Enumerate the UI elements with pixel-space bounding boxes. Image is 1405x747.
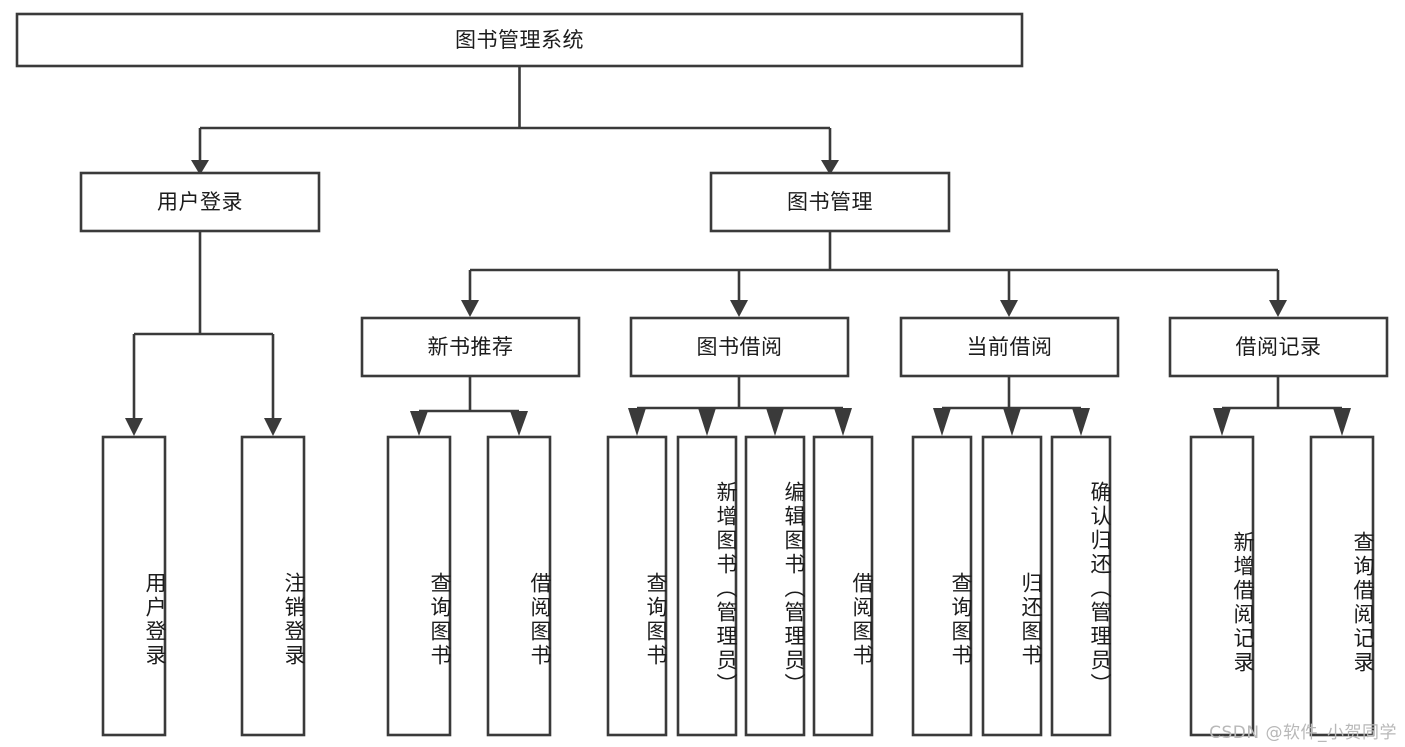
leaf-box-logout[interactable] <box>240 435 306 737</box>
leaf-box-search-book-current[interactable] <box>911 435 973 737</box>
arrow-current-borrow-to-leaf3 <box>1072 408 1090 436</box>
arrow-current-borrow-to-leaf2 <box>1003 408 1021 436</box>
leaf-box-return-book[interactable] <box>981 435 1043 737</box>
connector-group-current-borrow <box>933 376 1090 436</box>
arrow-borrow-record-to-leaf1 <box>1213 408 1231 436</box>
node-label-current-borrow: 当前借阅 <box>967 335 1053 359</box>
node-label-borrow-record: 借阅记录 <box>1236 335 1322 359</box>
connector-group-root <box>191 66 839 175</box>
leaf-box-confirm-return-admin[interactable] <box>1050 435 1112 737</box>
node-box-current-borrow[interactable] <box>899 316 1120 378</box>
leaf-box-search-borrow-record[interactable] <box>1309 435 1375 737</box>
leaf-box-add-book-admin[interactable] <box>676 435 738 737</box>
node-box-new-book-recommend[interactable] <box>360 316 581 378</box>
connector-group-new-book <box>410 376 528 436</box>
arrow-new-book-to-leaf1 <box>410 411 428 436</box>
leaf-box-edit-book-admin[interactable] <box>744 435 806 737</box>
arrow-book-mgmt-to-borrow <box>730 300 748 317</box>
arrow-book-borrow-to-leaf2 <box>698 408 716 436</box>
arrow-book-borrow-to-leaf3 <box>766 408 784 436</box>
arrow-book-borrow-to-leaf4 <box>834 408 852 436</box>
node-label-book-borrow: 图书借阅 <box>697 335 783 359</box>
arrow-book-mgmt-to-record <box>1269 300 1287 317</box>
leaf-box-borrow-book-rec[interactable] <box>486 435 552 737</box>
node-label-user-login: 用户登录 <box>157 190 243 214</box>
node-box-book-management[interactable] <box>709 171 951 233</box>
node-box-borrow-record[interactable] <box>1168 316 1389 378</box>
arrow-root-to-user-login <box>191 160 209 175</box>
arrow-new-book-to-leaf2 <box>510 411 528 436</box>
connector-group-book-borrow <box>628 376 852 436</box>
connector-group-book-mgmt <box>461 231 1287 317</box>
connector-group-borrow-record <box>1213 376 1351 436</box>
arrow-book-mgmt-to-current <box>1000 300 1018 317</box>
arrow-book-borrow-to-leaf1 <box>628 408 646 436</box>
connector-group-user-login <box>125 231 282 436</box>
arrow-user-login-to-leaf2 <box>264 418 282 436</box>
leaf-box-borrow-book[interactable] <box>812 435 874 737</box>
arrow-current-borrow-to-leaf1 <box>933 408 951 436</box>
arrow-book-mgmt-to-new <box>461 300 479 317</box>
leaf-box-user-login[interactable] <box>101 435 167 737</box>
node-box-book-borrow[interactable] <box>629 316 850 378</box>
node-label-book-management: 图书管理 <box>787 190 873 214</box>
node-label-root: 图书管理系统 <box>455 28 584 52</box>
arrow-borrow-record-to-leaf2 <box>1333 408 1351 436</box>
node-label-new-book-recommend: 新书推荐 <box>428 335 514 359</box>
node-box-root[interactable] <box>15 12 1024 68</box>
node-box-user-login[interactable] <box>79 171 321 233</box>
leaf-box-search-book-rec[interactable] <box>386 435 452 737</box>
leaf-box-search-book-borrow[interactable] <box>606 435 668 737</box>
leaf-box-add-borrow-record[interactable] <box>1189 435 1255 737</box>
arrow-root-to-book-mgmt <box>821 160 839 175</box>
arrow-user-login-to-leaf1 <box>125 418 143 436</box>
